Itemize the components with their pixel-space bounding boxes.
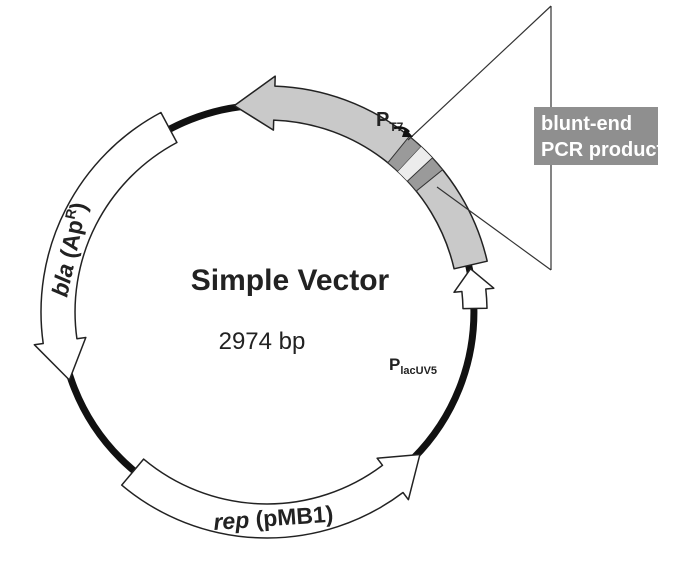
pt7-label: PT7 [376,109,404,134]
placuv5-label: PlacUV5 [389,355,437,377]
insert-site-band-light [397,146,433,182]
insert-callout-line [407,5,552,141]
insert-label-line1: blunt-end [541,113,632,135]
insert-label-line2: PCR product [541,139,664,161]
insert-callout-line [436,186,552,271]
bla-gene-arrow [33,111,178,381]
lacuv5-promoter-arrow [453,268,495,310]
pt7-arrow-icon [393,126,410,133]
insert-site-band-dark [406,157,444,192]
plasmid-name: Simple Vector [191,264,390,297]
pt7-arrowhead-icon [402,128,413,137]
cloning-region-arrow [233,75,488,270]
plasmid-size: 2974 bp [219,328,306,355]
bla-label: bla (ApR) [45,200,91,299]
rep-label: rep (pMB1) [213,501,335,535]
insert-label-box [534,107,658,165]
rep-origin-arrow [120,453,421,539]
